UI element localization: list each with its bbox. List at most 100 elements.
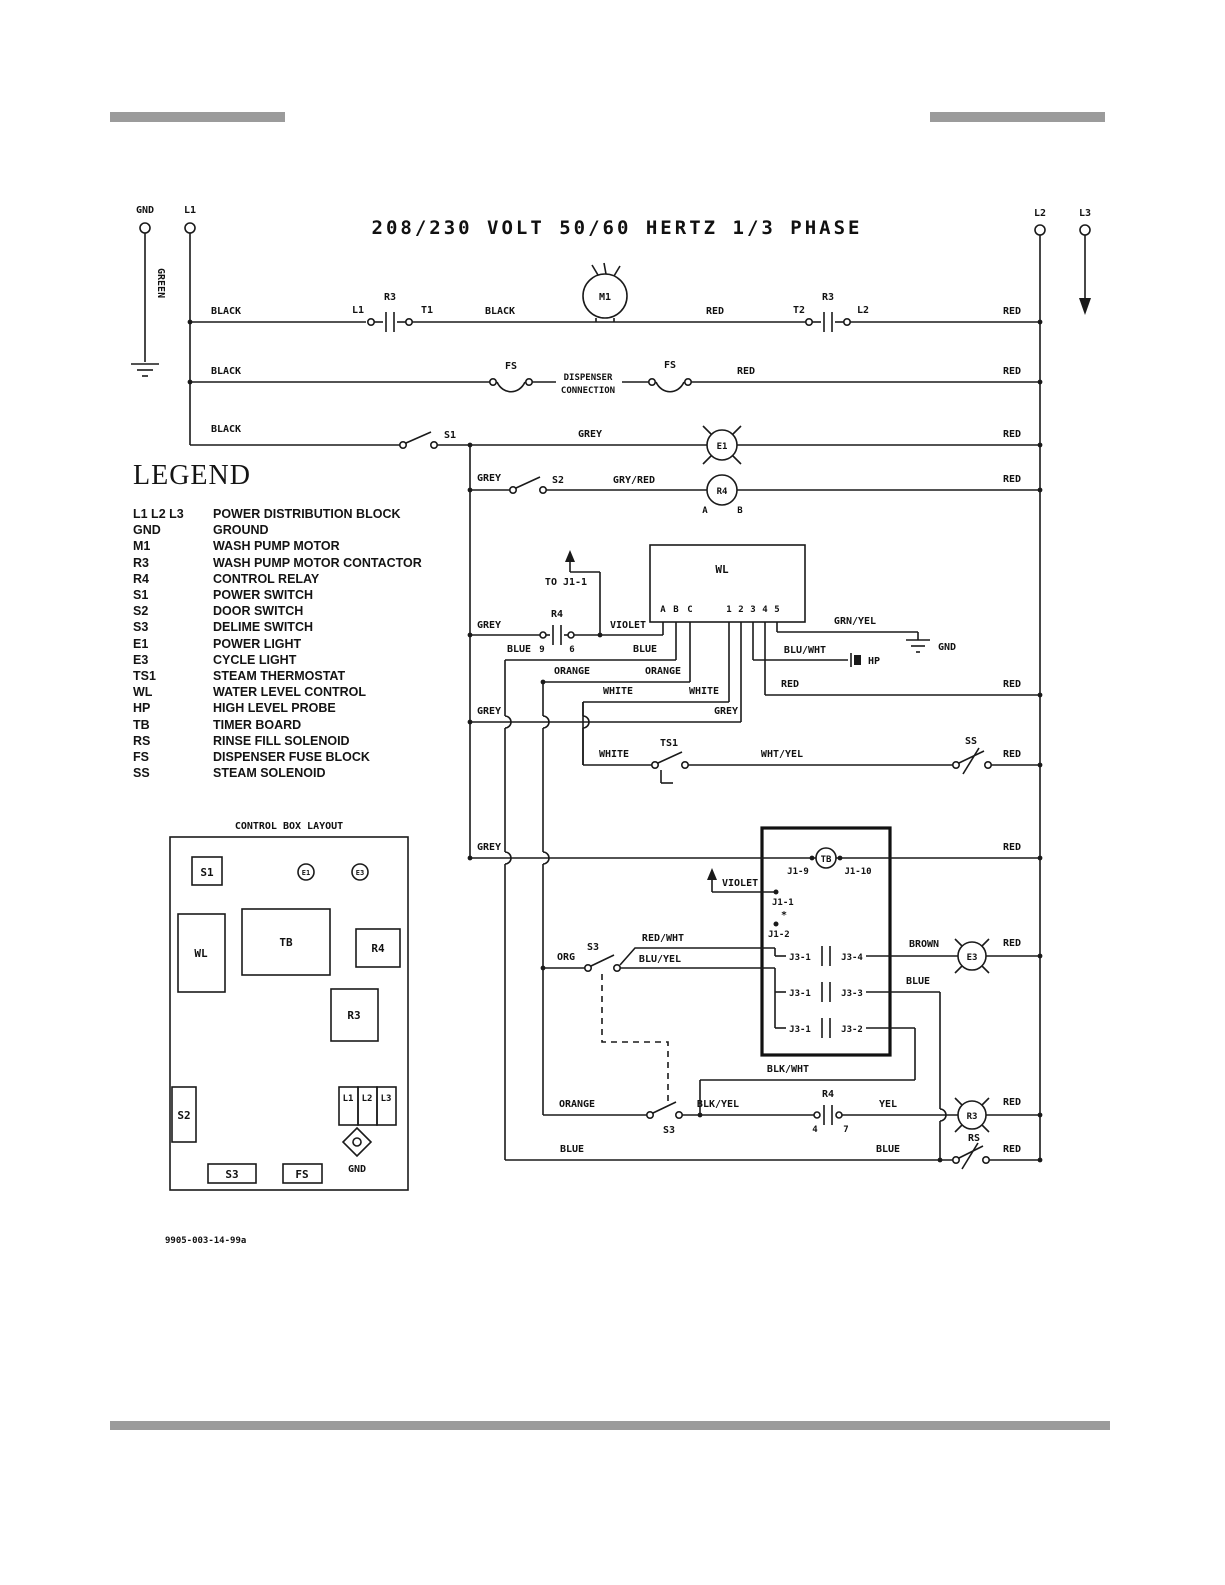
wire-label: GRN/YEL [834, 616, 876, 627]
legend-key: RS [133, 733, 151, 748]
wire-label: RED [1003, 1097, 1021, 1108]
wire-label: BLUE [876, 1144, 900, 1155]
cb-r3: R3 [347, 1009, 360, 1022]
legend-desc: POWER SWITCH [213, 588, 313, 603]
lamp-ref: E3 [967, 953, 978, 963]
doc-code: 9905-003-14-99a [165, 1236, 246, 1246]
contactor-terminal-label: L2 [857, 305, 869, 316]
tb-terminal: J1-9 [787, 867, 809, 877]
legend-row: R4 CONTROL RELAY [133, 571, 468, 587]
wire-label: ORANGE [645, 666, 681, 677]
delime-switch-lower: ORANGE S3 BLK/YEL R4 4 7 YEL R3 RED [543, 1089, 1040, 1136]
tb-terminal: J1-10 [844, 867, 871, 877]
legend-row: FS DISPENSER FUSE BLOCK [133, 749, 468, 765]
solenoid-ref: RS [968, 1133, 980, 1144]
wire-label: RED [737, 366, 755, 377]
wire-label: WHITE [689, 686, 719, 697]
legend-row: TB TIMER BOARD [133, 717, 468, 733]
gnd-terminal-label: GND [136, 205, 154, 216]
wire-label: RED [1003, 679, 1021, 690]
wl-terminal: C [687, 605, 692, 615]
wire-label: RED [1003, 938, 1021, 949]
legend-items: L1 L2 L3 POWER DISTRIBUTION BLOCK GND GR… [133, 506, 468, 781]
legend-row: S3 DELIME SWITCH [133, 619, 468, 635]
wl-terminal: 2 [738, 605, 743, 615]
contactor-terminal-label: L1 [352, 305, 364, 316]
wl-terminal: 1 [726, 605, 731, 615]
wire-label: BLK/YEL [697, 1099, 739, 1110]
legend-desc: DOOR SWITCH [213, 604, 304, 619]
cb-tb: TB [279, 936, 293, 949]
tb-terminal: J1-2 [768, 930, 790, 940]
steam-line: WHITE TS1 WHT/YEL SS RED [582, 702, 1040, 784]
footnote-star: * [781, 910, 787, 921]
wl-terminal: 5 [774, 605, 779, 615]
legend-desc: WASH PUMP MOTOR CONTACTOR [213, 555, 422, 570]
legend-key: FS [133, 750, 149, 765]
switch-ref: S3 [663, 1125, 675, 1136]
to-j1-1-note: TO J1-1 [545, 577, 587, 588]
wire-label: BLK/WHT [767, 1064, 809, 1075]
legend-key: L1 L2 L3 [133, 507, 184, 521]
wire-label: RED [1003, 306, 1021, 317]
legend-desc: WASH PUMP MOTOR [213, 539, 340, 554]
thermostat-ref: TS1 [660, 738, 678, 749]
wire-label: BLUE [560, 1144, 584, 1155]
relay-terminal-label: B [737, 506, 743, 516]
contactor-ref: R3 [822, 292, 834, 303]
legend-row: M1 WASH PUMP MOTOR [133, 538, 468, 554]
switch-ref: S3 [587, 942, 599, 953]
white-red-line: WHITE WHITE RED RED [583, 679, 1040, 703]
wire-label: GREY [578, 429, 602, 440]
fuse-ref: FS [664, 360, 676, 371]
cb-indicator-e3: E3 [356, 869, 364, 877]
legend-row: GND GROUND [133, 522, 468, 538]
tb-terminal: J3-1 [789, 989, 811, 999]
control-box-layout: CONTROL BOX LAYOUT S1 E1 E3 WL TB R4 R3 … [169, 821, 409, 1191]
wire-label: RED [706, 306, 724, 317]
timer-board-ref: TB [821, 855, 832, 865]
solenoid-ref: SS [965, 736, 977, 747]
diagram-title: 208/230 VOLT 50/60 HERTZ 1/3 PHASE [372, 217, 863, 239]
wl-ref: WL [715, 563, 729, 576]
wire-label: BLACK [211, 306, 241, 317]
relay-contact-ref: R4 [551, 609, 563, 620]
legend-desc: STEAM THERMOSTAT [213, 669, 346, 684]
legend-key: GND [133, 523, 161, 538]
relay-contact-line: GREY R4 9 6 VIOLET TO J1-1 GRN/YEL [470, 550, 956, 655]
door-switch-line: GREY S2 GRY/RED R4 A B RED [470, 473, 1040, 516]
relay-terminal-label: A [702, 506, 708, 516]
l1-terminal-label: L1 [184, 205, 196, 216]
legend-key: R3 [133, 555, 149, 570]
delime-switch-upper: ORG S3 RED/WHT BLU/YEL [540, 933, 786, 1029]
switch-ref: S1 [444, 430, 456, 441]
wire-label: RED [1003, 749, 1021, 760]
wire-label: ORG [557, 952, 575, 963]
switch-ref: S2 [552, 475, 564, 486]
wl-terminal: 3 [750, 605, 755, 615]
wire-label: RED [1003, 842, 1021, 853]
legend-key: M1 [133, 539, 151, 554]
legend-key: HP [133, 701, 151, 716]
relay-terminal: 6 [569, 645, 574, 655]
legend-desc: DELIME SWITCH [213, 620, 313, 635]
cb-l2: L2 [362, 1094, 373, 1104]
legend-key: S2 [133, 604, 149, 619]
legend-row: WL WATER LEVEL CONTROL [133, 684, 468, 700]
wire-label: ORANGE [559, 1099, 595, 1110]
tb-terminal: J3-2 [841, 1025, 863, 1035]
legend: LEGEND L1 L2 L3 POWER DISTRIBUTION BLOCK… [133, 460, 468, 781]
wire-label: GREY [477, 842, 501, 853]
legend-key: E1 [133, 636, 149, 651]
legend-desc: GROUND [213, 523, 269, 538]
legend-key: S3 [133, 620, 149, 635]
switch-link-dashed [601, 974, 669, 1104]
legend-desc: STEAM SOLENOID [213, 766, 326, 781]
tb-terminal: J1-1 [772, 898, 794, 908]
legend-row: S2 DOOR SWITCH [133, 603, 468, 619]
wire-label: GREY [477, 620, 501, 631]
cb-s1: S1 [200, 866, 214, 879]
legend-desc: WATER LEVEL CONTROL [213, 685, 367, 700]
orange-line: ORANGE ORANGE [540, 666, 690, 685]
